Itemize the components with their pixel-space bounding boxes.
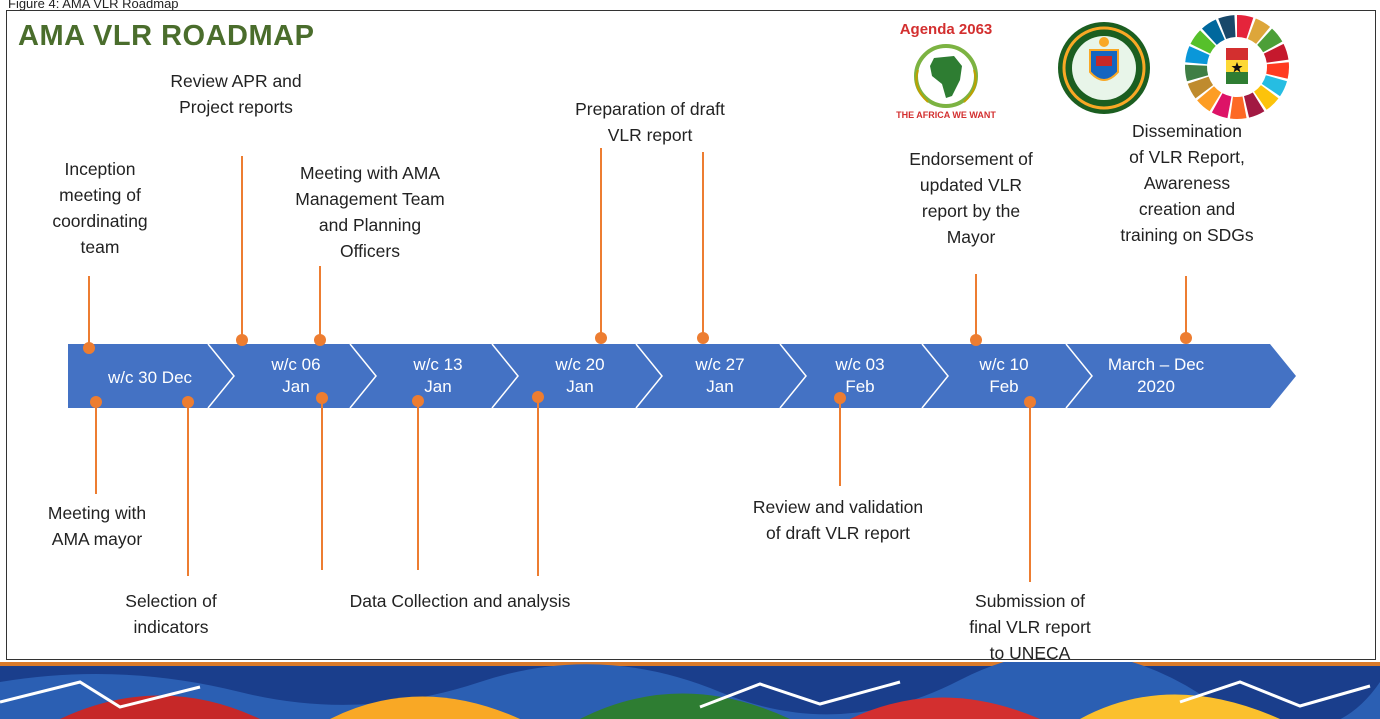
sdg-wheel-segment: [1218, 15, 1236, 40]
sdg-wheel-segment: [1257, 28, 1283, 53]
label-meeting-mayor: Meeting with AMA mayor: [47, 503, 147, 549]
decorative-pattern-band: [0, 662, 1380, 719]
milestone-dot: [1024, 396, 1036, 408]
chevron-separator: [635, 343, 663, 409]
chevron-separator: [921, 343, 949, 409]
milestone-dot: [412, 395, 424, 407]
milestone-dot: [970, 334, 982, 346]
slide-title: AMA VLR ROADMAP: [18, 20, 315, 52]
agenda-logo-heading: Agenda 2063: [900, 21, 993, 38]
chevron-separator: [779, 343, 807, 409]
milestone-dot: [316, 392, 328, 404]
sdg-wheel-segment: [1261, 75, 1288, 97]
milestone-dot: [236, 334, 248, 346]
label-dissemination: Dissemination of VLR Report, Awareness c…: [1120, 121, 1254, 245]
sdg-wheel-segment: [1247, 18, 1271, 44]
agenda-logo-motto: THE AFRICA WE WANT: [896, 110, 996, 120]
label-submission: Submission of final VLR report to UNECA: [969, 591, 1091, 663]
laurel-right-icon: [963, 69, 977, 103]
chevron-separator: [1065, 343, 1093, 409]
milestone-connectors: [83, 148, 1192, 582]
milestone-dot: [90, 396, 102, 408]
figure-caption: Figure 4: AMA VLR Roadmap: [8, 0, 179, 11]
ghana-map-green: [1226, 72, 1248, 84]
ghana-map-red: [1226, 48, 1248, 60]
sdg-wheel-segment: [1185, 46, 1210, 65]
chevron-separators: [207, 343, 1093, 409]
label-prep-draft: Preparation of draft VLR report: [575, 99, 725, 145]
agenda-2063-logo: Agenda 2063 THE AFRICA WE WANT: [896, 21, 996, 120]
sdg-wheel-logo: [1185, 15, 1289, 120]
label-inception: Inception meeting of coordinating team: [52, 159, 148, 257]
sdg-wheel-segment: [1201, 19, 1225, 45]
sdg-wheel-segment: [1254, 85, 1279, 110]
chevron-separator: [207, 343, 235, 409]
sdg-wheel-segment: [1230, 96, 1247, 120]
sdg-wheel-segment: [1263, 43, 1289, 63]
sdg-wheel-segment: [1211, 93, 1232, 119]
milestone-dot: [532, 391, 544, 403]
label-meeting-mgmt: Meeting with AMA Management Team and Pla…: [295, 163, 445, 261]
africa-shape-icon: [930, 56, 962, 98]
milestone-dot: [182, 396, 194, 408]
label-review-validation: Review and validation of draft VLR repor…: [752, 497, 924, 543]
sdg-wheel-segment: [1197, 86, 1222, 112]
chevron-separator: [349, 343, 377, 409]
segment-label: w/c 30 Dec: [107, 368, 193, 387]
laurel-left-icon: [915, 69, 929, 103]
milestone-dot: [83, 342, 95, 354]
label-review-apr: Review APR and Project reports: [170, 71, 302, 117]
milestone-dot: [595, 332, 607, 344]
milestone-dot: [697, 332, 709, 344]
sdg-wheel-segment: [1185, 64, 1209, 82]
label-data-collection: Data Collection and analysis: [349, 591, 571, 611]
label-selection: Selection of indicators: [125, 591, 217, 637]
slide-frame: [6, 10, 1376, 660]
sdg-wheel-segment: [1243, 92, 1265, 118]
ama-emblem-logo: [1058, 22, 1150, 114]
milestone-dot: [314, 334, 326, 346]
timeline-arrow: [68, 344, 1296, 408]
sdg-wheel-segment: [1266, 62, 1289, 79]
sdg-wheel-segment: [1187, 76, 1214, 99]
label-endorsement: Endorsement of updated VLR report by the…: [909, 149, 1033, 247]
star-icon: [1231, 62, 1243, 73]
sdg-wheel-segment: [1237, 15, 1254, 39]
chevron-separator: [491, 343, 519, 409]
sdg-wheel-segment: [1190, 30, 1216, 54]
milestone-dot: [834, 392, 846, 404]
milestone-dot: [1180, 332, 1192, 344]
